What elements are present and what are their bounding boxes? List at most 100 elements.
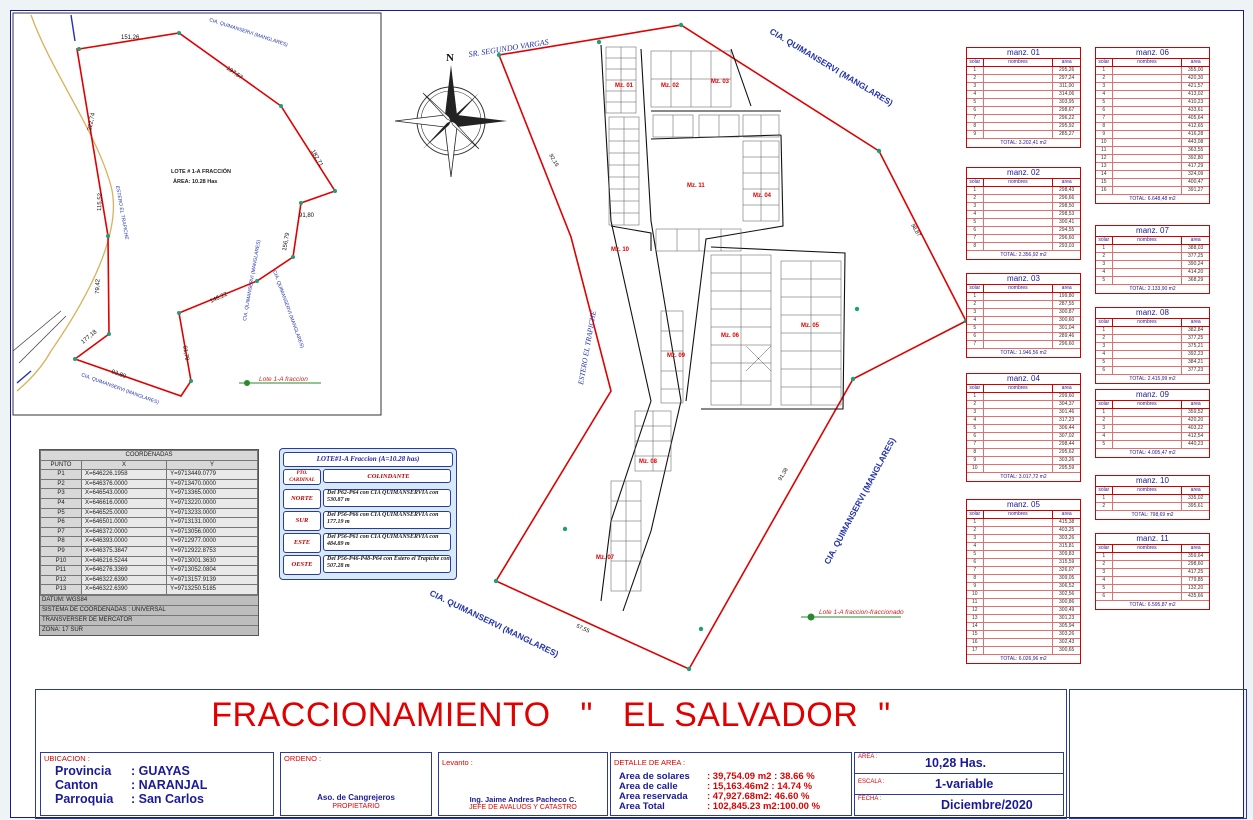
lot-table-col: solar: [1096, 319, 1113, 326]
lot-number: 5: [1096, 359, 1113, 366]
lot-number: 2: [1096, 503, 1113, 510]
lot-owner: [984, 107, 1054, 114]
lot-number: 14: [1096, 171, 1113, 178]
lot-number: 2: [967, 195, 984, 202]
lot-number: 4: [1096, 91, 1113, 98]
lot-number: 12: [967, 607, 984, 614]
lot-area: 301,23: [1059, 615, 1075, 621]
lot-area: 390,24: [1188, 261, 1204, 267]
lot-owner: [984, 83, 1054, 90]
lot-owner: [1113, 327, 1183, 334]
lot-table-title: manz. 07: [1096, 226, 1209, 237]
inset-dim: 79,42: [95, 278, 102, 294]
lot-owner: [1113, 187, 1183, 194]
inset-area-label: ÁREA: 10.28 Has: [173, 178, 217, 185]
lot-area: 303,26: [1059, 631, 1075, 637]
lot-owner: [1113, 577, 1183, 584]
lot-owner: [1113, 425, 1183, 432]
area-cell: AREA : 10,28 Has.: [854, 752, 1064, 774]
lot-table-col: solar: [1096, 401, 1113, 408]
lot-owner: [1113, 131, 1183, 138]
lot-owner: [984, 631, 1054, 638]
block-label: Mz. 04: [753, 193, 772, 199]
main-title: FRACCIONAMIENTO " EL SALVADOR ": [211, 696, 891, 734]
block-label: Mz. 09: [667, 353, 686, 359]
coords-footer: TRANSVERSER DE MERCATOR: [40, 614, 258, 625]
lot-table-col: solar: [967, 179, 984, 186]
ordeno-box: ORDENO : Aso. de Cangrejeros PROPIETARIO: [280, 752, 432, 816]
lot-owner: [984, 425, 1054, 432]
main-dim: 98,87: [909, 223, 921, 238]
lot-owner: [984, 543, 1054, 550]
lot-owner: [984, 341, 1054, 348]
lot-area: 377,23: [1188, 367, 1204, 373]
main-dim: 57,55: [575, 623, 590, 634]
lot-area: 298,43: [1059, 187, 1075, 193]
lot-owner: [984, 99, 1054, 106]
coords-point: P6: [40, 517, 82, 528]
lot-table-col: solar: [967, 511, 984, 518]
lot-number: 2: [1096, 335, 1113, 342]
lot-number: 7: [967, 115, 984, 122]
lot-area: 317,23: [1059, 417, 1075, 423]
river-line-2: [16, 370, 32, 384]
lot-owner: [1113, 245, 1183, 252]
lot-area: 295,92: [1059, 123, 1075, 129]
lot-area: 306,44: [1059, 425, 1075, 431]
lot-number: 4: [1096, 433, 1113, 440]
lot-area: 417,25: [1188, 569, 1204, 575]
lot-table-col: nombres: [984, 385, 1054, 392]
inset-scale-note: Lote 1-A fraccion: [259, 376, 308, 383]
lot-owner: [1113, 123, 1183, 130]
levanto-label: Levanto :: [442, 758, 473, 767]
lot-table-col: area: [1190, 401, 1201, 407]
lot-owner: [1113, 171, 1183, 178]
lot-table-col: solar: [1096, 59, 1113, 66]
lot-number: 1: [1096, 409, 1113, 416]
boundary-row: SUR Del P56-P66 con CIA QUIMANSERVIA con…: [283, 511, 451, 531]
lot-owner: [984, 123, 1054, 130]
lot-area: 296,60: [1059, 235, 1075, 241]
lot-owner: [984, 393, 1054, 400]
provincia-value: : GUAYAS: [131, 764, 190, 778]
lot-number: 10: [967, 465, 984, 472]
lot-table-col: area: [1061, 59, 1072, 65]
lot-number: 4: [967, 211, 984, 218]
lot-area: 309,05: [1059, 575, 1075, 581]
lot-table-col: area: [1061, 385, 1072, 391]
coords-header: Y: [166, 459, 258, 471]
lot-area: 295,26: [1059, 67, 1075, 73]
lot-owner: [1113, 269, 1183, 276]
lot-number: 5: [967, 425, 984, 432]
lot-owner: [1113, 163, 1183, 170]
lot-number: 6: [967, 227, 984, 234]
